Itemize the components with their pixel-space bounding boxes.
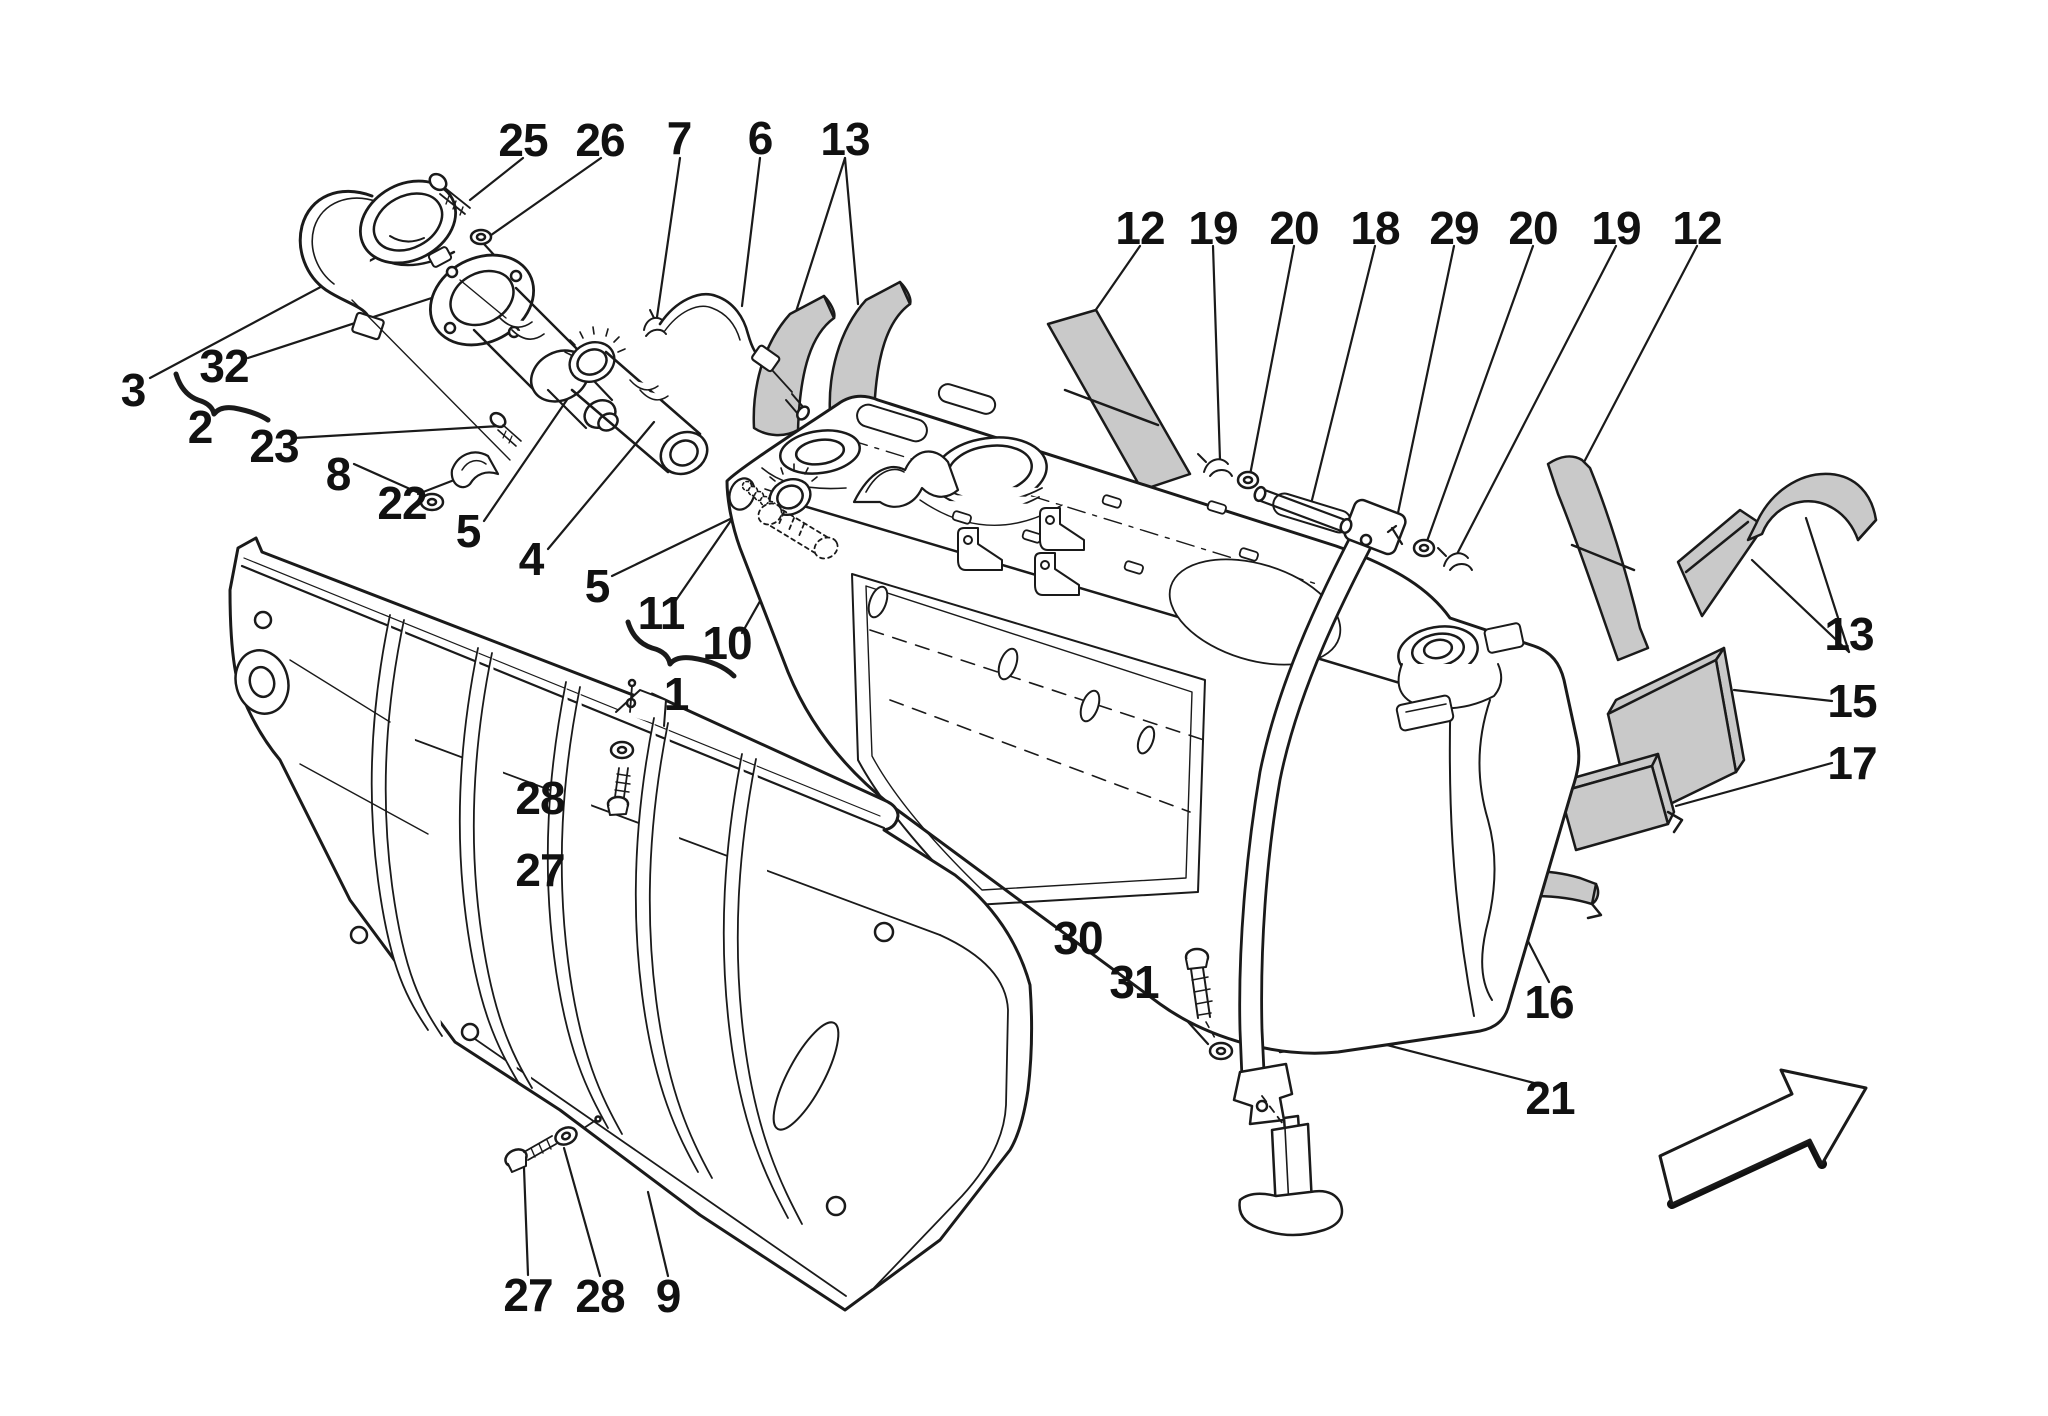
callout-9: 9	[655, 1270, 682, 1322]
filler-cap-assembly	[298, 172, 619, 512]
vent-hose-assembly	[643, 293, 810, 421]
bolt-27-mid	[606, 740, 635, 816]
callout-32: 32	[199, 340, 249, 392]
pad-13-crescent	[1746, 472, 1878, 542]
callout-13-top: 13	[820, 113, 870, 165]
callout-31: 31	[1109, 956, 1159, 1008]
filler-opening-large	[919, 436, 1063, 527]
callout-2: 2	[187, 401, 214, 453]
callout-25: 25	[498, 114, 548, 166]
clamp-22	[450, 451, 500, 489]
bolt-27-bottom	[504, 1115, 602, 1173]
callout-6: 6	[747, 112, 774, 164]
fitting-10	[757, 502, 839, 560]
callout-22: 22	[377, 477, 427, 529]
pump-boss	[1395, 622, 1525, 732]
hose-clamp-5a	[564, 326, 626, 383]
callout-5-a: 5	[455, 505, 482, 557]
callout-4: 4	[518, 533, 545, 585]
callout-1: 1	[663, 668, 690, 720]
assembly-brace-1	[625, 619, 737, 679]
callout-26: 26	[575, 114, 625, 166]
callout-27-bottom: 27	[503, 1269, 553, 1321]
callout-29: 29	[1429, 202, 1479, 254]
callout-3: 3	[120, 364, 147, 416]
filler-opening-small	[761, 429, 861, 490]
callout-10: 10	[702, 617, 752, 669]
callout-28-bottom: 28	[575, 1270, 625, 1322]
retaining-strap	[1232, 498, 1407, 1237]
strap-hardware	[1184, 453, 1473, 1061]
callout-20-b: 20	[1508, 202, 1558, 254]
callout-20-a: 20	[1269, 202, 1319, 254]
callout-12-a: 12	[1115, 202, 1165, 254]
callout-30: 30	[1053, 912, 1103, 964]
strap-pedestal	[1238, 1114, 1344, 1237]
callout-5-b: 5	[584, 560, 611, 612]
callout-27-mid: 27	[515, 844, 565, 896]
heat-shield-panel	[228, 536, 1034, 1312]
clip-19	[1197, 453, 1233, 477]
callout-16: 16	[1524, 976, 1574, 1028]
callout-17: 17	[1827, 737, 1877, 789]
fuel-tank	[725, 383, 1581, 1055]
assembly-brace-2	[173, 371, 271, 423]
callout-18: 18	[1350, 202, 1400, 254]
callout-13-right: 13	[1824, 608, 1874, 660]
callout-12-b: 12	[1672, 202, 1722, 254]
direction-arrow-icon	[1658, 1068, 1868, 1209]
filler-hose-assembly	[564, 326, 839, 560]
callout-7: 7	[666, 112, 693, 164]
callout-19-b: 19	[1591, 202, 1641, 254]
pad-13-bar	[1676, 508, 1766, 618]
callout-28-mid: 28	[515, 772, 565, 824]
callout-19-a: 19	[1188, 202, 1238, 254]
callout-23: 23	[249, 420, 299, 472]
bolt-30	[1184, 947, 1213, 1019]
pad-12-left	[1046, 308, 1192, 492]
fuel-cap	[358, 179, 458, 268]
callout-15: 15	[1827, 675, 1877, 727]
callout-11: 11	[637, 587, 686, 639]
pad-12-right	[1546, 455, 1650, 662]
mounting-brackets	[957, 507, 1085, 596]
callout-21: 21	[1525, 1072, 1575, 1124]
callout-8: 8	[325, 448, 352, 500]
pipe-clamp-bracket	[852, 450, 960, 508]
